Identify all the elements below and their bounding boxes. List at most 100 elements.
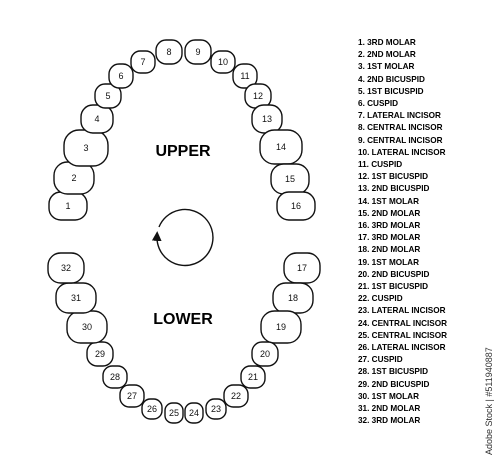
- tooth-11: [232, 63, 258, 89]
- legend-item-number: 1: [358, 38, 363, 47]
- tooth-number-29: 29: [95, 349, 105, 359]
- legend-item-23: 23. LATERAL INCISOR: [358, 305, 447, 317]
- legend-item-number: 2: [358, 50, 363, 60]
- legend-item-number: 21: [358, 282, 368, 292]
- legend-item-name: 1ST MOLAR: [371, 257, 419, 267]
- legend-item-number: 7: [358, 111, 363, 121]
- tooth-number-20: 20: [260, 349, 270, 359]
- tooth-28: [102, 365, 128, 389]
- tooth-26: [141, 398, 163, 420]
- tooth-5: [94, 83, 122, 109]
- legend-item-number: 18: [358, 245, 368, 255]
- legend-item-6: 6. CUSPID: [358, 98, 447, 110]
- legend-item-20: 20. 2ND BICUSPID: [358, 269, 447, 281]
- tooth-number-4: 4: [94, 114, 99, 124]
- legend-item-separator: .: [367, 196, 372, 206]
- legend-item-separator: .: [362, 99, 368, 109]
- legend-item-13: 13. 2ND BICUSPID: [358, 183, 447, 195]
- legend-item-separator: .: [367, 257, 372, 267]
- tooth-number-28: 28: [110, 372, 120, 382]
- legend-item-separator: .: [367, 379, 372, 389]
- tooth-number-1: 1: [65, 201, 70, 211]
- legend-item-separator: .: [367, 306, 372, 316]
- legend-item-separator: .: [367, 404, 372, 414]
- legend-item-24: 24. CENTRAL INCISOR: [358, 318, 447, 330]
- legend-item-number: 28: [358, 367, 368, 377]
- legend-item-separator: .: [362, 38, 368, 47]
- legend-item-name: 1ST BICUSPID: [371, 282, 429, 292]
- legend-item-separator: .: [362, 62, 368, 72]
- legend-item-5: 5. 1ST BICUSPID: [358, 86, 447, 98]
- legend-item-21: 21. 1ST BICUSPID: [358, 281, 447, 293]
- legend-item-name: CENTRAL INCISOR: [371, 318, 448, 328]
- legend-item-12: 12. 1ST BICUSPID: [358, 171, 447, 183]
- legend-item-7: 7. LATERAL INCISOR: [358, 110, 447, 122]
- tooth-number-25: 25: [169, 408, 179, 418]
- legend-item-name: 1ST MOLAR: [371, 391, 419, 401]
- legend-item-name: CUSPID: [371, 294, 403, 304]
- legend-item-3: 3. 1ST MOLAR: [358, 61, 447, 73]
- tooth-number-3: 3: [83, 143, 88, 153]
- legend-item-name: 2ND MOLAR: [371, 404, 421, 414]
- legend-item-name: CENTRAL INCISOR: [367, 123, 443, 133]
- legend-item-separator: .: [367, 318, 372, 328]
- legend-item-name: CUSPID: [371, 160, 403, 170]
- legend-item-number: 3: [358, 62, 363, 72]
- legend-item-32: 32. 3RD MOLAR: [358, 415, 447, 427]
- legend-item-number: 23: [358, 306, 368, 316]
- legend-item-separator: .: [362, 135, 368, 145]
- legend-item-separator: .: [362, 50, 368, 60]
- legend-item-25: 25. CENTRAL INCISOR: [358, 330, 447, 342]
- tooth-20: [251, 341, 279, 367]
- legend-item-separator: .: [367, 269, 372, 279]
- legend-item-separator: .: [367, 294, 372, 304]
- tooth-number-32: 32: [61, 263, 71, 273]
- tooth-number-11: 11: [240, 71, 249, 81]
- tooth-number-31: 31: [71, 293, 81, 303]
- tooth-16: [276, 191, 316, 221]
- legend-item-number: 10: [358, 147, 368, 157]
- legend-item-30: 30. 1ST MOLAR: [358, 391, 447, 403]
- legend-item-separator: .: [367, 367, 372, 377]
- legend-item-number: 16: [358, 221, 368, 231]
- legend-item-number: 14: [358, 196, 368, 206]
- rotation-arrow-icon: [151, 208, 214, 267]
- legend-item-number: 9: [358, 135, 363, 145]
- legend-item-name: 1ST BICUSPID: [367, 86, 424, 96]
- tooth-25: [164, 402, 184, 424]
- legend-item-14: 14. 1ST MOLAR: [358, 196, 447, 208]
- tooth-number-6: 6: [118, 71, 123, 81]
- legend-item-number: 15: [358, 208, 368, 218]
- tooth-27: [119, 384, 145, 408]
- legend-item-name: 2ND BICUSPID: [371, 269, 430, 279]
- legend-item-separator: .: [367, 208, 372, 218]
- legend-item-number: 13: [358, 184, 368, 194]
- tooth-number-9: 9: [195, 47, 200, 57]
- legend-item-11: 11. CUSPID: [358, 159, 447, 171]
- legend-item-name: LATERAL INCISOR: [371, 306, 446, 316]
- legend-item-number: 32: [358, 416, 368, 426]
- tooth-22: [223, 384, 249, 408]
- legend-item-28: 28. 1ST BICUSPID: [358, 366, 447, 378]
- tooth-number-10: 10: [218, 57, 228, 67]
- tooth-number-8: 8: [166, 47, 171, 57]
- legend-item-name: 3RD MOLAR: [371, 233, 421, 243]
- legend-item-name: 1ST BICUSPID: [371, 172, 429, 182]
- legend-item-name: LATERAL INCISOR: [371, 147, 446, 157]
- legend-item-separator: .: [367, 343, 372, 353]
- upper-arch-label: UPPER: [155, 143, 211, 160]
- legend-item-15: 15. 2ND MOLAR: [358, 208, 447, 220]
- legend-item-number: 12: [358, 172, 368, 182]
- legend-item-separator: .: [362, 74, 368, 84]
- legend-item-separator: .: [367, 282, 372, 292]
- tooth-number-15: 15: [285, 174, 295, 184]
- tooth-32: [47, 252, 85, 284]
- legend-item-10: 10. LATERAL INCISOR: [358, 147, 447, 159]
- legend-item-number: 19: [358, 257, 368, 267]
- legend-item-name: 2ND BICUSPID: [367, 74, 425, 84]
- legend-item-29: 29. 2ND BICUSPID: [358, 379, 447, 391]
- tooth-number-22: 22: [231, 391, 241, 401]
- tooth-6: [108, 63, 134, 89]
